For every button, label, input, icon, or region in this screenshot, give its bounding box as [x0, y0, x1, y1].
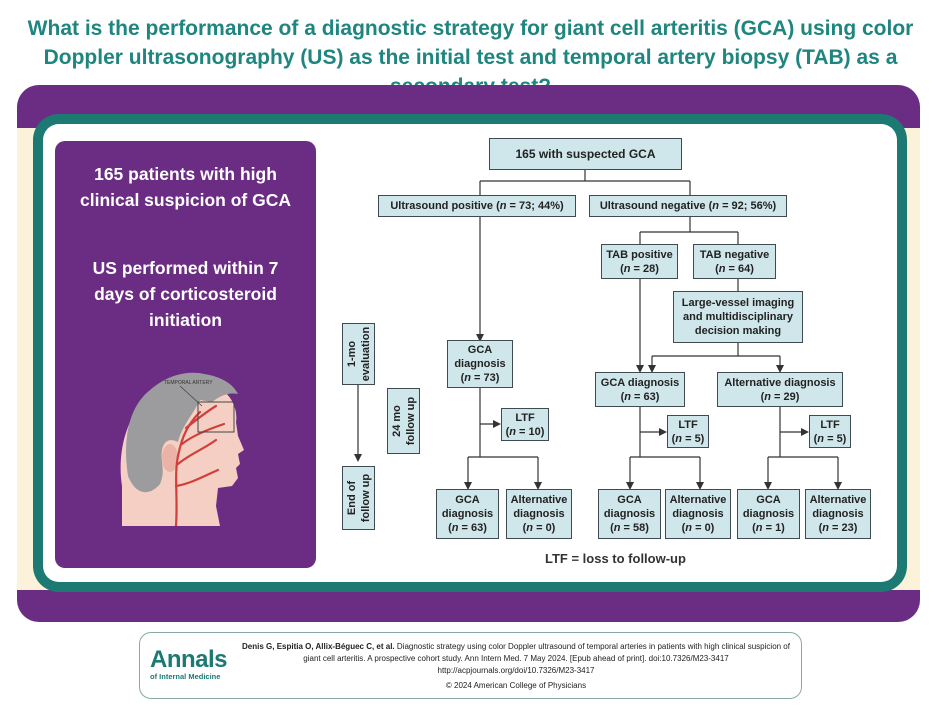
citation-authors: Denis G, Espitia O, Allix-Béguec C, et a…	[242, 642, 395, 651]
ultrasound-positive-label: Ultrasound positive (n = 73; 44%)	[390, 200, 564, 212]
head-illustration: TEMPORAL ARTERY	[120, 372, 244, 526]
root-label: 165 with suspected GCA	[515, 147, 656, 161]
followup-24mo-label: 24 mo follow up	[390, 396, 417, 446]
ultrasound-timing-text: US performed within 7 days of corticoste…	[92, 258, 279, 330]
followup-24mo-box: 24 mo follow up	[387, 388, 420, 454]
ultrasound-positive-box: Ultrasound positive (n = 73; 44%)	[378, 195, 576, 217]
left-gca-line-1: GCA	[467, 344, 493, 356]
mid-ltf-count: (n = 5)	[671, 432, 705, 445]
mid-final-alt-count: (n = 0)	[681, 522, 715, 534]
right-final-alt-line-1: Alternative	[809, 494, 867, 506]
left-gca-count: (n = 73)	[460, 372, 500, 384]
right-ltf-label: LTF	[820, 418, 840, 431]
tab-positive-label: TAB positive	[606, 248, 673, 261]
left-ltf-label: LTF	[515, 411, 535, 424]
mid-final-gca-box: GCA diagnosis (n = 58)	[598, 489, 661, 539]
left-final-alt-line-2: diagnosis	[513, 508, 565, 520]
left-final-alt-count: (n = 0)	[522, 522, 556, 534]
highlight-frame	[197, 401, 235, 433]
mid-final-alt-line-1: Alternative	[669, 494, 727, 506]
citation-box	[139, 632, 802, 699]
one-month-evaluation-label: 1-mo evaluation	[345, 326, 372, 382]
mid-final-alt-box: Alternative diagnosis (n = 0)	[665, 489, 731, 539]
tab-negative-count: (n = 64)	[715, 262, 754, 275]
right-final-gca-count: (n = 1)	[752, 522, 785, 534]
left-ltf-count: (n = 10)	[505, 425, 545, 438]
mid-gca-label: GCA diagnosis	[600, 376, 680, 389]
tab-positive-box: TAB positive (n = 28)	[601, 244, 678, 279]
right-alt-count: (n = 29)	[760, 390, 800, 403]
end-followup-label: End of follow up	[345, 473, 372, 523]
right-final-gca-box: GCA diagnosis (n = 1)	[737, 489, 800, 539]
journal-logo-title: Annals	[150, 646, 228, 673]
left-final-alt-line-1: Alternative	[510, 494, 568, 506]
mid-final-gca-count: (n = 58)	[610, 522, 649, 534]
ltf-legend: LTF = loss to follow-up	[545, 551, 686, 566]
mid-final-gca-line-2: diagnosis	[603, 508, 656, 520]
patients-text: 165 patients with high clinical suspicio…	[79, 164, 291, 210]
ultrasound-negative-box: Ultrasound negative (n = 92; 56%)	[589, 195, 787, 217]
left-final-gca-line-1: GCA	[455, 494, 480, 506]
citation-text: Denis G, Espitia O, Allix-Béguec C, et a…	[240, 641, 792, 692]
imaging-line-3: decision making	[694, 325, 782, 337]
hair-shape	[126, 372, 238, 493]
right-final-alt-box: Alternative diagnosis (n = 23)	[805, 489, 871, 539]
left-final-gca-box: GCA diagnosis (n = 63)	[436, 489, 499, 539]
left-gca-diagnosis-box: GCA diagnosis (n = 73)	[447, 340, 513, 388]
mid-ltf-box: LTF (n = 5)	[667, 415, 709, 448]
mid-final-alt-line-2: diagnosis	[672, 508, 724, 520]
right-final-alt-count: (n = 23)	[818, 522, 858, 534]
left-final-gca-line-2: diagnosis	[441, 508, 494, 520]
imaging-line-1: Large-vessel imaging	[681, 297, 795, 309]
left-ltf-box: LTF (n = 10)	[501, 408, 549, 441]
citation-reference: Diagnostic strategy using color Doppler …	[303, 642, 790, 663]
right-final-alt-line-2: diagnosis	[812, 508, 864, 520]
right-alt-label: Alternative diagnosis	[724, 376, 836, 389]
callout-line	[179, 385, 203, 407]
right-ltf-count: (n = 5)	[813, 432, 847, 445]
imaging-line-2: and multidisciplinary	[682, 311, 794, 323]
root-box: 165 with suspected GCA	[489, 138, 682, 170]
right-final-gca-line-2: diagnosis	[742, 508, 795, 520]
journal-logo: Annals of Internal Medicine	[150, 646, 228, 682]
tab-positive-count: (n = 28)	[620, 262, 659, 275]
mid-gca-diagnosis-box: GCA diagnosis (n = 63)	[595, 372, 685, 407]
right-final-gca-line-1: GCA	[756, 494, 781, 506]
ear-shape	[162, 444, 178, 472]
tab-negative-label: TAB negative	[699, 248, 770, 261]
mid-ltf-label: LTF	[678, 418, 698, 431]
mid-gca-count: (n = 63)	[620, 390, 660, 403]
tab-negative-box: TAB negative (n = 64)	[693, 244, 776, 279]
imaging-decision-box: Large-vessel imaging and multidisciplina…	[673, 291, 803, 343]
temporal-artery	[174, 404, 226, 526]
bottom-purple-band	[17, 590, 920, 622]
journal-logo-subtitle: of Internal Medicine	[150, 672, 221, 681]
right-alt-diagnosis-box: Alternative diagnosis (n = 29)	[717, 372, 843, 407]
end-followup-box: End of follow up	[342, 466, 375, 530]
left-final-alt-box: Alternative diagnosis (n = 0)	[506, 489, 572, 539]
one-month-evaluation-box: 1-mo evaluation	[342, 323, 375, 385]
ultrasound-negative-label: Ultrasound negative (n = 92; 56%)	[599, 200, 777, 212]
artery-label: TEMPORAL ARTERY	[164, 380, 213, 386]
left-gca-line-2: diagnosis	[454, 358, 506, 370]
citation-copyright: © 2024 American College of Physicians	[445, 681, 587, 690]
mid-final-gca-line-1: GCA	[617, 494, 642, 506]
right-ltf-box: LTF (n = 5)	[809, 415, 851, 448]
citation-url[interactable]: http://acpjournals.org/doi/10.7326/M23-3…	[437, 666, 595, 675]
left-final-gca-count: (n = 63)	[448, 522, 487, 534]
